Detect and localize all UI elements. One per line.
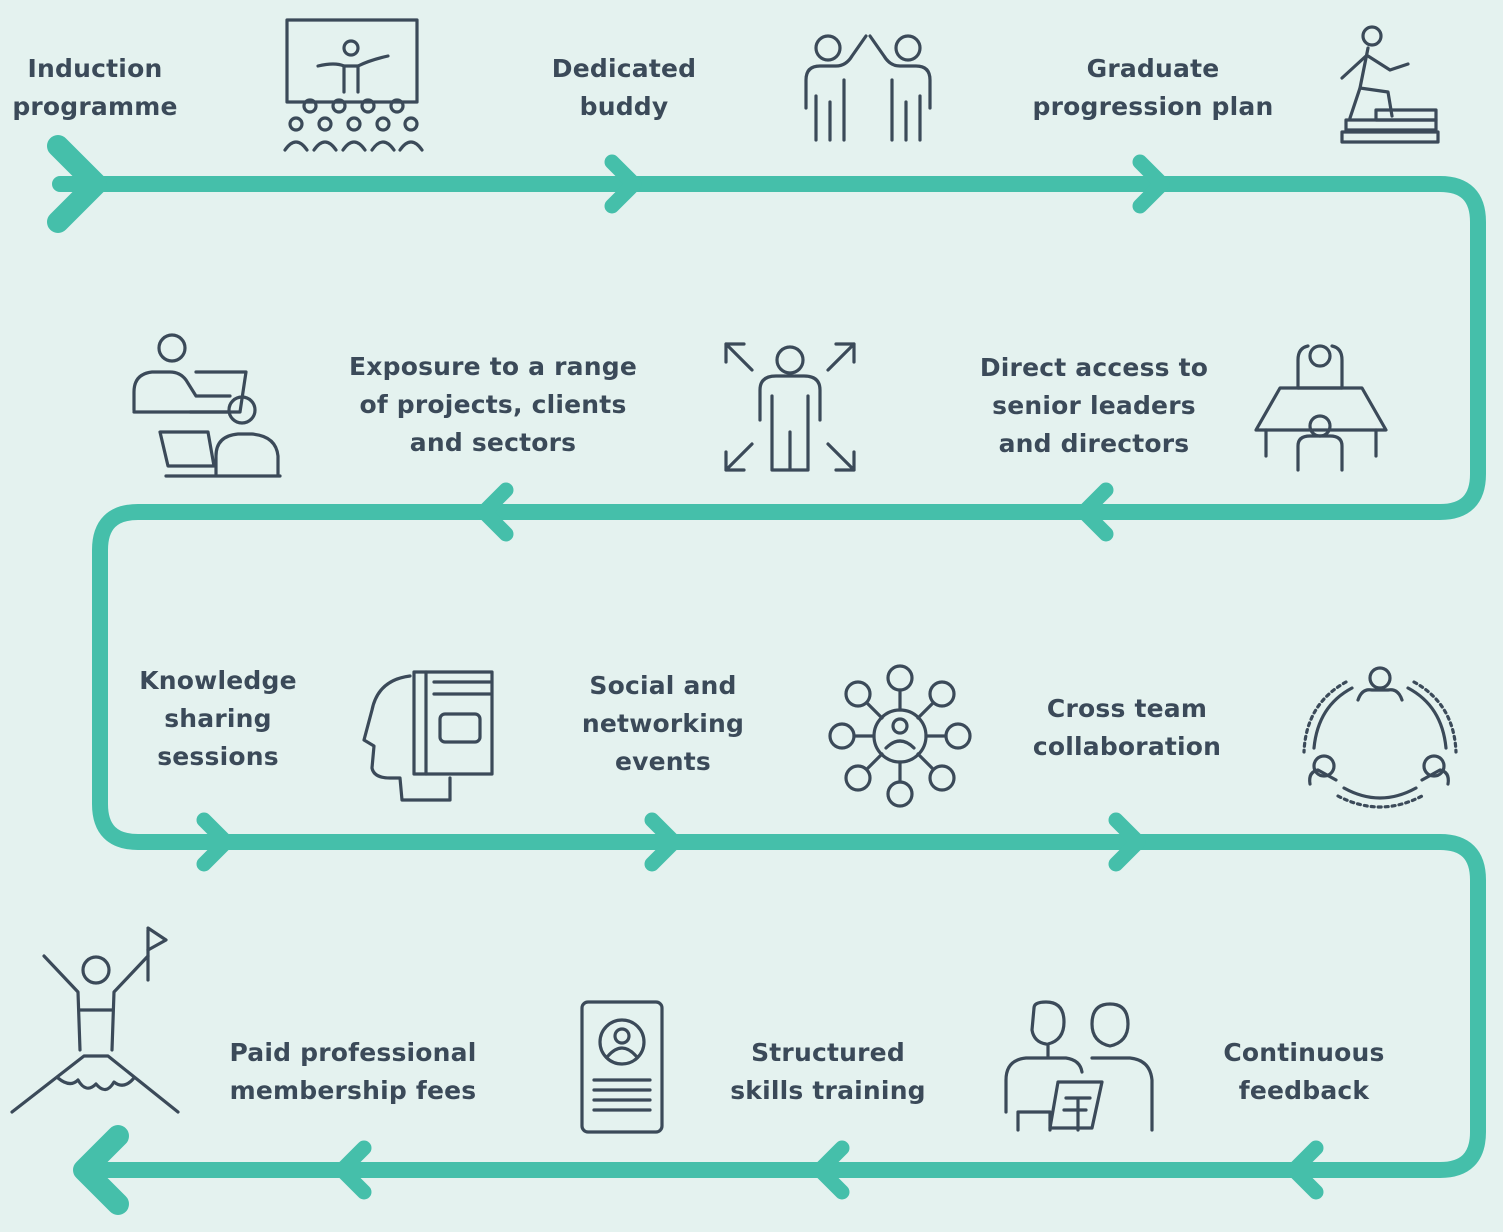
high-five-icon (804, 34, 932, 142)
head-book-icon (362, 670, 494, 802)
chevron-left (1286, 1140, 1324, 1200)
chevron-left (334, 1140, 372, 1200)
step-label-senior: Direct access to senior leaders and dire… (979, 353, 1209, 458)
chevron-right (196, 812, 234, 872)
online-learning-icon (132, 333, 282, 478)
chevron-right (1132, 154, 1170, 214)
chevron-left (812, 1140, 850, 1200)
person-expand-arrows-icon (724, 342, 856, 472)
chevron-right (644, 812, 682, 872)
chevron-left (1076, 482, 1114, 542)
person-climbing-books-icon (1340, 25, 1440, 144)
step-label-buddy: Dedicated buddy (551, 54, 697, 121)
journey-route (52, 176, 1486, 1178)
profile-document-icon (580, 1000, 664, 1134)
end-arrowhead (73, 1125, 129, 1215)
step-label-social: Social and networking events (581, 671, 745, 776)
step-label-progression: Graduate progression plan (1032, 54, 1274, 121)
step-label-knowledge: Knowledge sharing sessions (139, 666, 297, 771)
summit-flag-icon (10, 926, 180, 1114)
step-label-exposure: Exposure to a range of projects, clients… (349, 352, 637, 457)
chevron-right (1108, 812, 1146, 872)
step-label-induction: Induction programme (12, 54, 178, 121)
presentation-audience-icon (283, 18, 424, 152)
step-label-membership: Paid professional membership fees (229, 1038, 477, 1105)
two-people-clipboard-icon (1004, 1000, 1154, 1132)
step-label-crossteam: Cross team collaboration (1032, 694, 1222, 761)
meeting-desk-icon (1254, 344, 1388, 472)
network-hub-icon (828, 664, 972, 808)
chevron-right (604, 154, 642, 214)
chevron-left (476, 482, 514, 542)
step-label-skills: Structured skills training (730, 1038, 926, 1105)
step-label-feedback: Continuous feedback (1223, 1038, 1385, 1105)
start-chevron (47, 135, 107, 233)
team-circle-icon (1302, 666, 1458, 809)
